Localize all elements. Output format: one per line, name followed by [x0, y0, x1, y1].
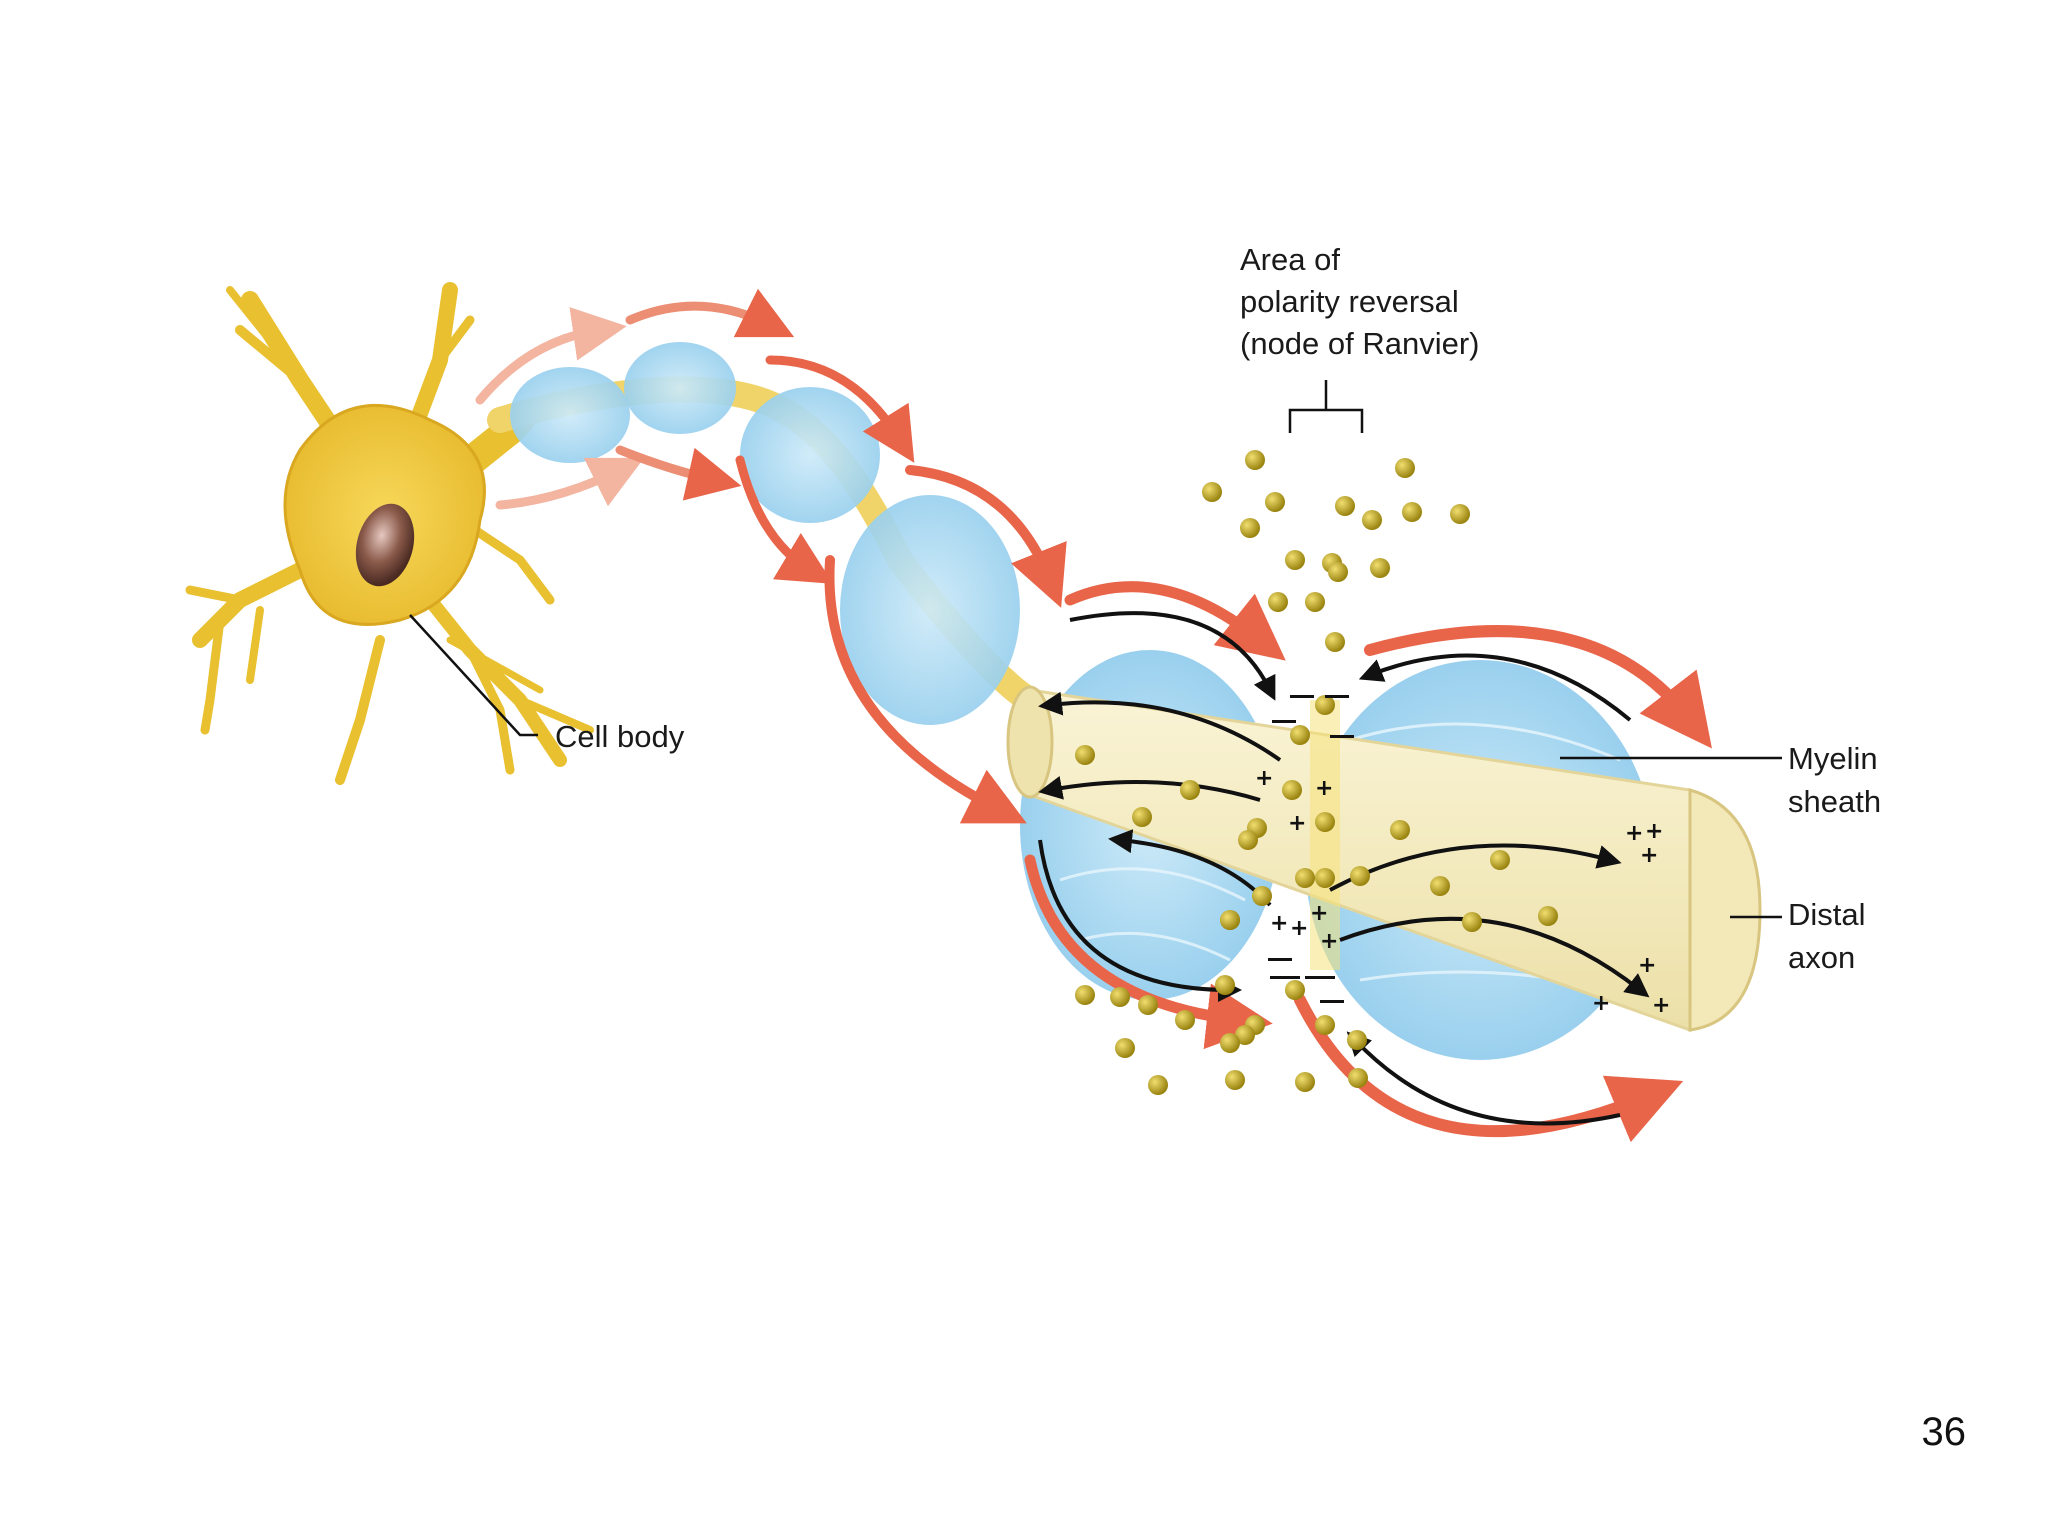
ions	[1075, 450, 1558, 1095]
svg-text:+: +	[1645, 819, 1663, 844]
current-flow-arrows	[475, 288, 1712, 1143]
svg-text:+: +	[1270, 911, 1288, 936]
svg-text:+: +	[1288, 811, 1306, 836]
distal-axon-label-line2: axon	[1788, 940, 1855, 975]
svg-text:+: +	[1625, 821, 1643, 846]
charge-signs: ++ ++ ++ ++ ++ ++ +	[1255, 695, 1670, 1018]
myelin-sheath-label-line1: Myelin	[1788, 741, 1878, 776]
svg-text:+: +	[1315, 776, 1333, 801]
svg-text:+: +	[1310, 901, 1328, 926]
svg-text:+: +	[1638, 953, 1656, 978]
myelin-sheath-label-line2: sheath	[1788, 784, 1881, 819]
svg-text:+: +	[1320, 929, 1338, 954]
cell-body-label: Cell body	[555, 719, 685, 754]
svg-text:+: +	[1290, 916, 1308, 941]
node-of-ranvier-label-line3: (node of Ranvier)	[1240, 326, 1480, 361]
distal-axon-shape	[1006, 685, 1762, 1033]
node-of-ranvier-label-line2: polarity reversal	[1240, 284, 1459, 319]
svg-text:+: +	[1255, 766, 1273, 791]
proximal-axon	[487, 342, 1043, 725]
node-of-ranvier-label-line1: Area of	[1240, 242, 1340, 277]
distal-axon-label-line1: Distal	[1788, 897, 1866, 932]
svg-text:+: +	[1640, 843, 1658, 868]
cell-body-shape	[185, 282, 594, 785]
slide-number: 36	[1921, 1410, 1967, 1454]
svg-text:+: +	[1592, 991, 1610, 1016]
svg-text:+: +	[1652, 993, 1670, 1018]
leader-lines	[409, 380, 1782, 919]
